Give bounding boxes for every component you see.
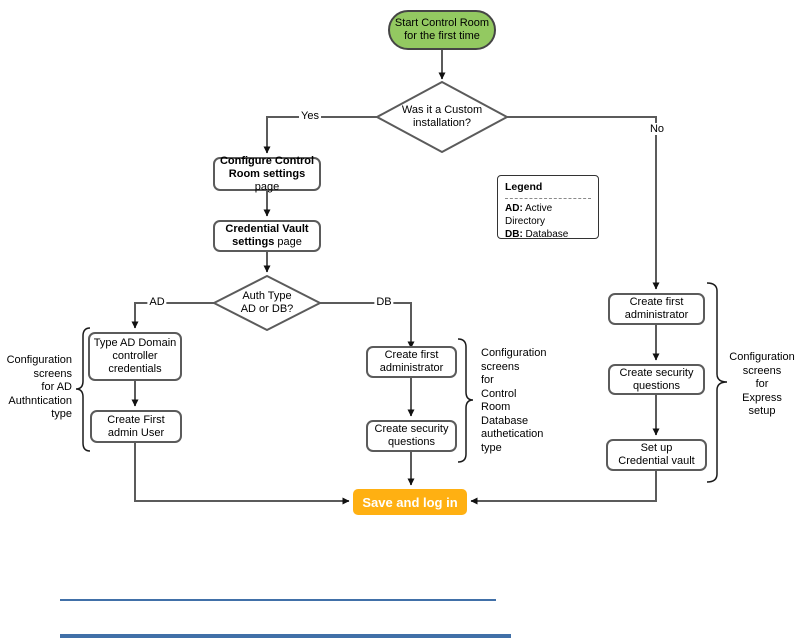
start-node: Start Control Room for the first time <box>388 10 496 50</box>
brace-right <box>706 282 728 483</box>
edge-label-ad: AD <box>147 296 167 308</box>
create-first-admin-user-node: Create First admin User <box>90 410 182 443</box>
annotation-express-setup: Configuration screens for Express setup <box>729 351 795 417</box>
bottom-thick-rule <box>60 634 511 638</box>
edge-rsetup-to-save <box>470 471 657 505</box>
credential-vault-settings-node: Credential Vault settings page <box>213 220 321 252</box>
save-and-log-in-node: Save and log in <box>353 489 467 515</box>
db-create-security-questions-node: Create security questions <box>366 420 457 452</box>
annotation-db-auth: Configuration screens for Control Room D… <box>481 347 547 454</box>
decision-custom-label: Was it a Custom installation? <box>401 104 483 129</box>
brace-left <box>75 327 91 452</box>
edge-adminuser-to-save <box>134 443 350 505</box>
edge-label-no: No <box>647 123 667 135</box>
brace-middle <box>457 338 474 463</box>
bottom-thin-rule <box>60 599 496 601</box>
express-create-first-administrator-node: Create first administrator <box>608 293 705 325</box>
decision-auth-shape <box>213 275 321 331</box>
credential-vault-settings-text: Credential Vault settings page <box>225 223 309 248</box>
configure-settings-node: Configure Control Room settings page <box>213 154 321 193</box>
legend-divider <box>505 198 591 199</box>
express-create-security-questions-node: Create security questions <box>608 364 705 395</box>
legend-item-db: DB: Database <box>505 229 569 240</box>
edge-db <box>320 302 415 349</box>
edge-ad <box>131 302 214 329</box>
legend-item-ad: AD: Active Directory <box>505 203 553 227</box>
edge-no <box>507 116 660 290</box>
decision-custom-shape <box>376 81 508 153</box>
legend-box: Legend AD: Active Directory DB: Database <box>497 175 599 240</box>
edge-label-db: DB <box>374 296 394 308</box>
type-ad-domain-node: Type AD Domain controller credentials <box>88 332 182 381</box>
decision-auth-label: Auth Type AD or DB? <box>240 290 294 315</box>
legend-title: Legend <box>505 181 543 193</box>
db-create-first-administrator-node: Create first administrator <box>366 346 457 378</box>
setup-credential-vault-node: Set up Credential vault <box>606 439 707 471</box>
edge-yes <box>263 116 377 154</box>
annotation-ad-auth: Configuration screens for AD Authnticati… <box>6 354 72 420</box>
edge-label-yes: Yes <box>299 110 321 122</box>
configure-settings-text: Configure Control Room settings page <box>219 154 315 193</box>
